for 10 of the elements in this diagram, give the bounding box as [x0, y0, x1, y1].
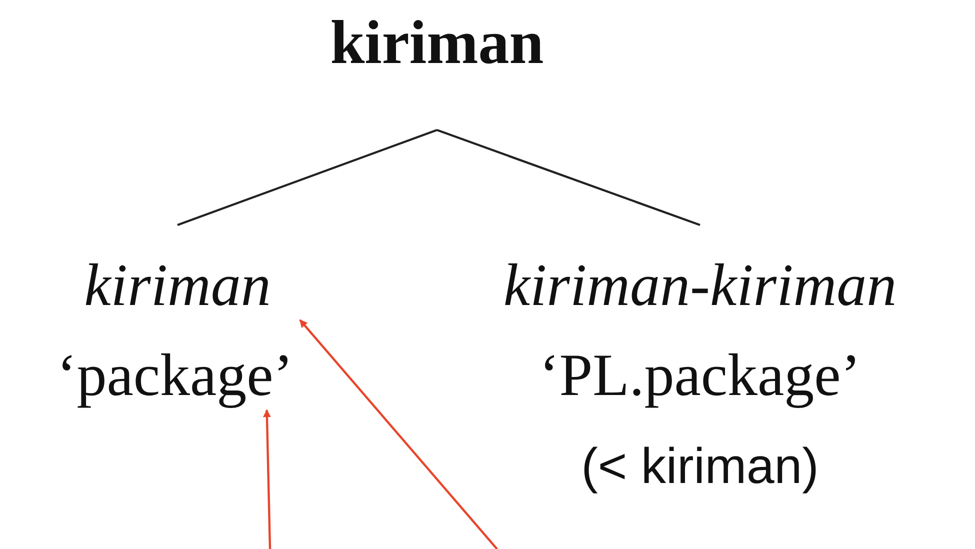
pointer-arrow: [299, 319, 498, 549]
root-word: kiriman: [330, 8, 544, 79]
gloss: ‘PL.package’: [539, 341, 861, 410]
pointer-arrow: [262, 409, 272, 549]
source-note: (< kiriman): [581, 437, 819, 495]
word-form: kiriman-kiriman: [503, 251, 897, 320]
word-form: kiriman: [84, 251, 271, 320]
gloss: ‘package’: [56, 341, 294, 410]
tree-branch-line: [177, 128, 438, 226]
tree-branch-line: [436, 128, 700, 226]
